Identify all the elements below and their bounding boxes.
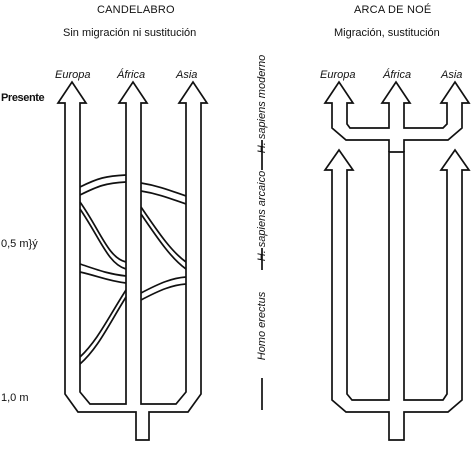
left-region-europa: Europa bbox=[55, 69, 91, 81]
stage-label-archaic: H. sapiens arcaico bbox=[256, 170, 268, 262]
left-panel-title: CANDELABRO bbox=[97, 4, 175, 16]
candelabro-diagram bbox=[56, 80, 209, 441]
candelabro-outline bbox=[56, 80, 209, 441]
modern-radiation-outline bbox=[323, 80, 471, 152]
left-panel-subtitle: Sin migración ni sustitución bbox=[63, 27, 197, 39]
gene-flow-europa-africa bbox=[79, 174, 127, 365]
left-region-africa: África bbox=[117, 69, 146, 81]
right-region-europa: Europa bbox=[320, 69, 356, 81]
stage-label-erectus: Homo erectus bbox=[256, 291, 268, 361]
time-half-million-value: 0,5 m bbox=[1, 238, 29, 250]
right-region-africa: África bbox=[383, 69, 412, 81]
right-region-asia: Asia bbox=[441, 69, 463, 81]
left-region-asia: Asia bbox=[176, 69, 198, 81]
ancestral-lineages-outline bbox=[323, 148, 471, 441]
time-one-million: 1,0 m bbox=[1, 392, 29, 404]
time-half-million: 0,5 m}ý bbox=[1, 238, 38, 250]
right-panel-title: ARCA DE NOÉ bbox=[354, 4, 432, 16]
stage-label-modern: H. sapiens moderno bbox=[256, 54, 268, 154]
time-present: Presente bbox=[1, 92, 45, 104]
arca-de-noe-diagram bbox=[323, 80, 471, 441]
gene-flow-africa-asia bbox=[140, 182, 187, 301]
time-half-million-suffix: }ý bbox=[28, 238, 38, 250]
right-panel-subtitle: Migración, sustitución bbox=[334, 27, 440, 39]
